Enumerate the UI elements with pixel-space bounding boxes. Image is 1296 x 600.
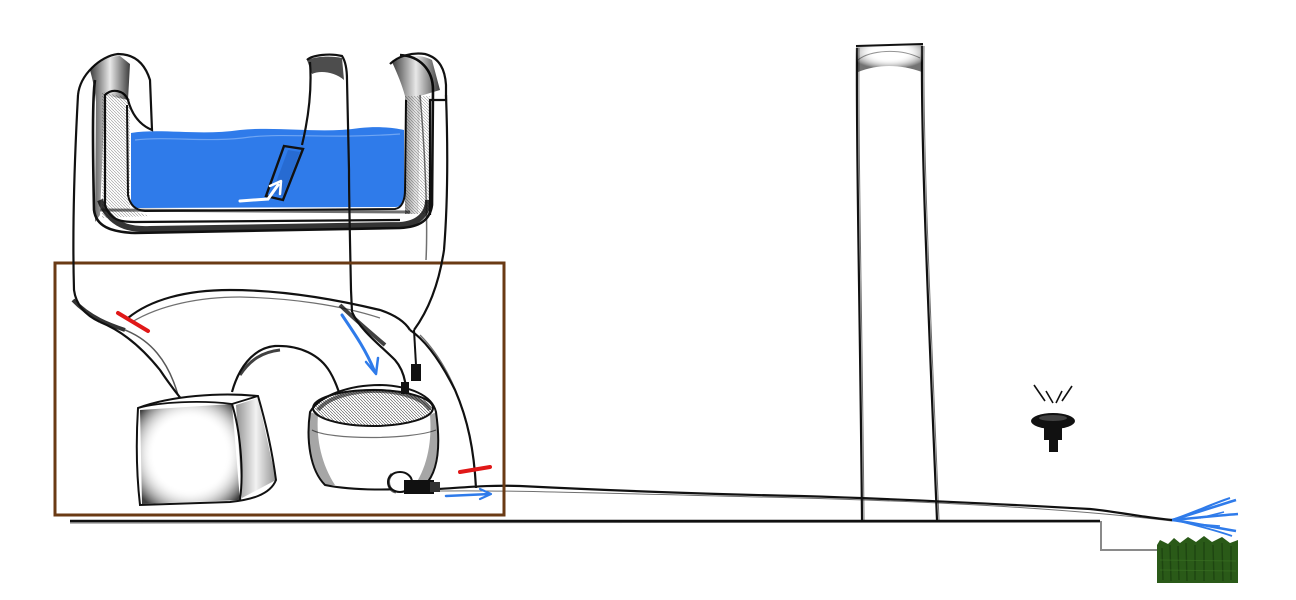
garden-bed [1157,536,1238,583]
float-valve [401,329,421,394]
ground-line [69,519,1101,524]
tall-post [855,43,940,521]
outlet-nozzle [387,471,440,494]
sprinkler-emitter [1031,384,1075,452]
valve-mark-right [458,465,492,474]
valve-marks [116,311,492,474]
valve-mark-left [116,311,150,333]
collection-bowl [307,383,440,491]
siphon-intake [238,53,354,313]
flow-arrows [340,313,493,501]
tank-feed-hoses [71,94,478,489]
water-spray [1171,497,1239,537]
enclosure [53,261,506,517]
filter-block [135,393,278,507]
outlet-hose [437,484,1173,522]
water-tank [76,52,448,235]
drain-step [1100,521,1158,551]
tank-water [131,127,404,208]
